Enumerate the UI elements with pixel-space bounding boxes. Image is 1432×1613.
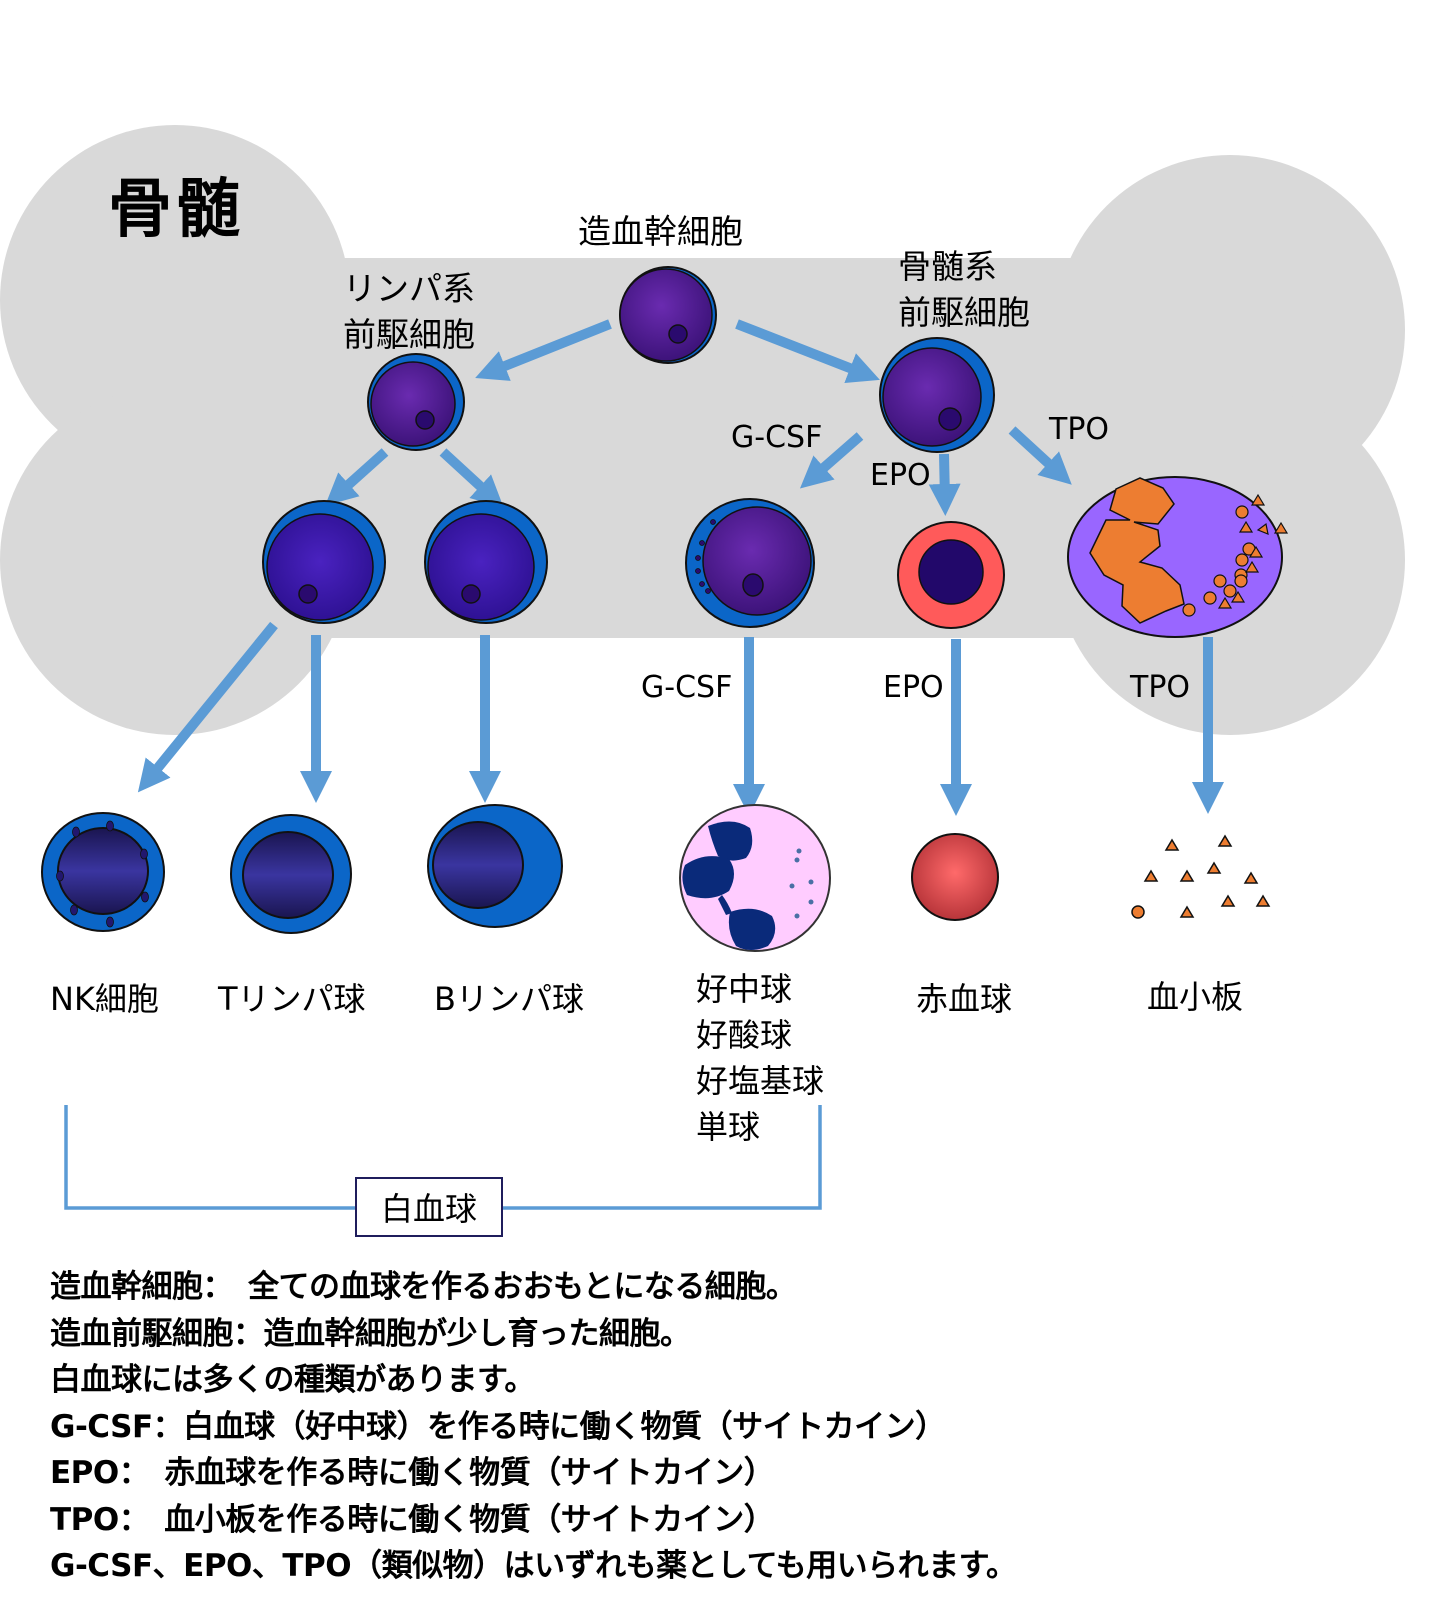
nk-t-precursor-cell [262,500,386,624]
nucleolus [742,573,764,597]
b-lymphocyte-label: Bリンパ球 [434,980,584,1018]
b-lymphocyte [427,804,563,928]
eosinophil-label: 好酸球 [696,1016,793,1054]
megakaryocyte-nucleus [1089,477,1185,624]
nk-cell [41,812,165,932]
t-lymphocyte-label: Tリンパ球 [218,980,366,1018]
tpo-label-lower: TPO [1130,670,1191,705]
megakaryocyte-cell [1067,476,1289,638]
arrow-hsc-to-lymphoid [475,319,612,381]
neutrophil-label: 好中球 [696,970,793,1008]
nucleolus [461,584,481,604]
note-line: 白血球には多くの種類があります。 [50,1362,535,1398]
myeloid-progenitor-cell [879,337,995,453]
arrow-lymphoid-to-b-precursor [439,448,504,508]
explanatory-notes: 造血幹細胞： 全ての血球を作るおおもとになる細胞。 造血前駆細胞：造血幹細胞が少… [50,1264,1017,1590]
wbc-bracket-label: 白血球 [355,1177,503,1237]
granulocytes-label: 好中球 好酸球 好塩基球 単球 [696,966,824,1150]
lymphoid-progenitor-cell [367,353,465,451]
arrow-lymphoid-to-nk-precursor [325,448,389,506]
nucleolus [938,407,962,431]
arrow-to-nk [137,621,278,793]
note-line: 造血前駆細胞：造血幹細胞が少し育った細胞。 [50,1315,691,1352]
arrow-myeloid-to-megakaryocyte [1008,426,1072,485]
segmented-nucleus [682,821,776,950]
lymphoid-progenitor-label-line2: 前駆細胞 [343,315,475,354]
lymphoid-progenitor-label-line1: リンパ系 [343,269,475,308]
t-lymphocyte [230,814,352,934]
note-line: EPO： 赤血球を作る時に働く物質（サイトカイン） [50,1455,775,1491]
bone-marrow-title: 骨髄 [108,173,244,247]
hsc-label: 造血幹細胞 [578,212,743,251]
platelet-label: 血小板 [1147,978,1244,1016]
monocyte-label: 単球 [696,1108,761,1146]
granulocyte-precursor-cell [685,498,815,628]
rbc-label: 赤血球 [916,980,1013,1018]
epo-label-lower: EPO [883,670,944,705]
gcsf-label-upper: G-CSF [731,420,823,455]
arrow-hsc-to-myeloid [735,319,880,384]
b-precursor-cell [424,500,548,624]
epo-label-upper: EPO [870,458,931,493]
tpo-label-upper: TPO [1049,412,1110,447]
note-line: TPO： 血小板を作る時に働く物質（サイトカイン） [50,1501,775,1538]
nucleolus [668,324,688,344]
nucleolus [298,584,318,604]
neutrophil [679,804,831,952]
arrow-myeloid-to-granulocyte [799,432,864,489]
arrows [137,319,1225,817]
gcsf-label-lower: G-CSF [641,670,733,705]
myeloid-progenitor-label-line1: 骨髄系 [898,247,997,286]
note-line: G-CSF：白血球（好中球）を作る時に働く物質（サイトカイン） [50,1408,946,1445]
note-line: 造血幹細胞： 全ての血球を作るおおもとになる細胞。 [50,1269,797,1305]
platelets [1131,834,1271,919]
hsc-cell [619,266,717,364]
red-blood-cell [911,833,999,921]
nk-cell-label: NK細胞 [50,980,159,1018]
myeloid-progenitor-label-line2: 前駆細胞 [898,293,1030,332]
erythroblast-cell [897,521,1005,629]
nucleolus [415,410,435,430]
note-line: G-CSF、EPO、TPO（類似物）はいずれも薬としても用いられます。 [50,1548,1017,1584]
basophil-label: 好塩基球 [696,1062,825,1100]
arrow-myeloid-to-erythroblast [928,453,961,516]
lymphoid-progenitor-label: リンパ系 前駆細胞 [343,266,475,358]
myeloid-progenitor-label: 骨髄系 前駆細胞 [898,244,1030,336]
